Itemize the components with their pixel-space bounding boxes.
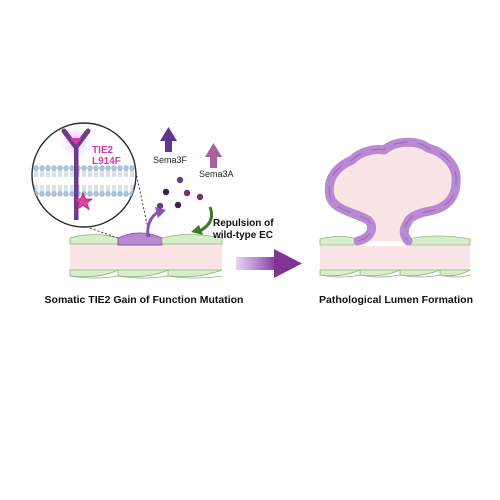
- sema3a-up-arrow: [205, 143, 222, 168]
- right-bottom-endothelium: [319, 269, 472, 278]
- sema3f-up-arrow: [160, 127, 177, 152]
- inset-circle: TIE2 L914F: [31, 122, 137, 228]
- repulsion-label-line1: Repulsion of: [213, 218, 274, 229]
- transition-arrow: [236, 249, 302, 278]
- pathological-lumen-wall: [324, 137, 461, 246]
- mutant-endothelial-cell: [117, 232, 163, 246]
- repulsion-label-line2: wild-type EC: [212, 230, 273, 241]
- left-vessel: [69, 232, 223, 279]
- left-bottom-endothelium: [69, 269, 223, 279]
- right-vessel: [319, 137, 472, 278]
- pathological-lumen: [324, 137, 461, 246]
- tie2-receptor-icon: [61, 128, 91, 220]
- secretion-arrow: [146, 207, 166, 238]
- lipid-bilayer-icon: [32, 165, 136, 197]
- left-vessel-lumen: [70, 244, 222, 270]
- right-vessel-lumen: [320, 246, 470, 270]
- mutation-label: L914F: [92, 156, 121, 167]
- repulsion-arrow: [191, 206, 214, 235]
- semaphorin-dots: [156, 176, 204, 210]
- left-caption: Somatic TIE2 Gain of Function Mutation: [45, 294, 244, 306]
- sema3a-label: Sema3A: [199, 169, 234, 179]
- right-caption: Pathological Lumen Formation: [319, 294, 473, 306]
- right-top-endothelium: [319, 235, 471, 246]
- sema3f-label: Sema3F: [153, 155, 188, 165]
- mutation-star-icon: [72, 191, 94, 211]
- left-top-endothelium: [69, 232, 223, 246]
- tie2-label: TIE2: [92, 145, 114, 156]
